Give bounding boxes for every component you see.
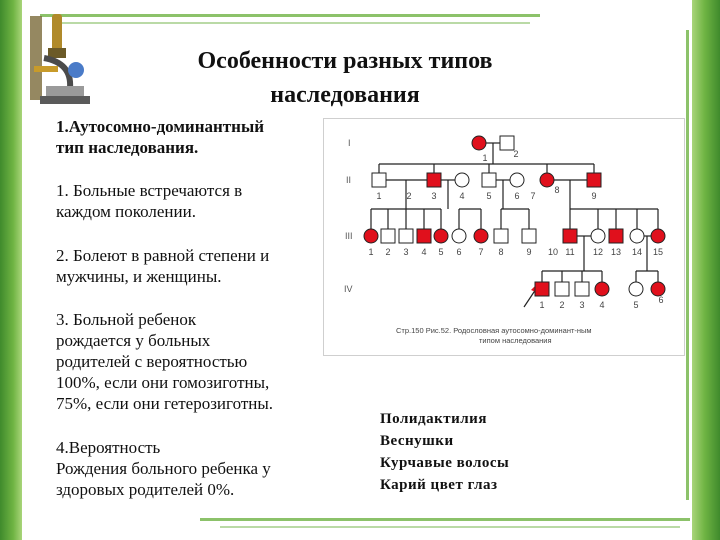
pedigree-figure: I II III IV 1 2 1 2 3 4 5 6 7 8 9 1 2 3 … — [323, 118, 685, 356]
title-line-2: наследования — [270, 82, 420, 108]
individual-label: 8 — [554, 185, 559, 195]
left-decor-bar — [0, 0, 22, 540]
generation-label: II — [346, 175, 351, 185]
rule-4-text: 4.Вероятность Рождения больного ребенка … — [56, 438, 271, 499]
individual-label: 13 — [611, 247, 621, 257]
individual-label: 6 — [514, 191, 519, 201]
right-decor-line — [686, 30, 689, 500]
rule-2-text: 2. Болеют в равной степени и мужчины, и … — [56, 246, 270, 286]
individual-label: 8 — [498, 247, 503, 257]
trait-item: Веснушки — [380, 433, 454, 449]
individual-label: 3 — [431, 191, 436, 201]
individual-label: 12 — [593, 247, 603, 257]
individual-label: 4 — [599, 300, 604, 310]
generation-label: IV — [344, 284, 353, 294]
pedigree-chart: I II III IV 1 2 1 2 3 4 5 6 7 8 9 1 2 3 … — [344, 135, 666, 345]
individual-label: 10 — [548, 247, 558, 257]
individual-label: 2 — [406, 191, 411, 201]
individual-label: 1 — [539, 300, 544, 310]
top-decor-line — [40, 14, 540, 17]
trait-item: Курчавые волосы — [380, 455, 510, 471]
individual-label: 3 — [403, 247, 408, 257]
individual-label: 6 — [658, 295, 663, 305]
bottom-decor-line-2 — [220, 526, 680, 528]
right-decor-bar — [692, 0, 720, 540]
individual-label: 2 — [559, 300, 564, 310]
individual-label: 6 — [456, 247, 461, 257]
rule-1-text: 1. Больные встречаются в каждом поколени… — [56, 181, 243, 221]
individual-label: 7 — [478, 247, 483, 257]
page-title: Особенности разных типов наследования — [130, 44, 560, 112]
trait-list: Полидактилия Веснушки Курчавые волосы Ка… — [380, 408, 509, 496]
trait-item: Карий цвет глаз — [380, 477, 498, 493]
individual-label: 15 — [653, 247, 663, 257]
individual-label: 1 — [482, 153, 487, 163]
individual-label: 1 — [368, 247, 373, 257]
individual-label: 1 — [376, 191, 381, 201]
individual-label: 2 — [385, 247, 390, 257]
individual-label: 9 — [526, 247, 531, 257]
individual-label: 5 — [633, 300, 638, 310]
individual-label: 5 — [438, 247, 443, 257]
bottom-decor-line — [200, 518, 690, 521]
figure-caption-line-1: Стр.150 Рис.52. Родословная аутосомно-до… — [396, 326, 592, 335]
inheritance-type-heading: 1.Аутосомно-доминантный тип наследования… — [56, 117, 265, 157]
individual-label: 2 — [513, 149, 518, 159]
rule-3-text: 3. Больной ребенок рождается у больных р… — [56, 310, 274, 413]
generation-label: III — [345, 231, 353, 241]
individual-label: 5 — [486, 191, 491, 201]
individual-label: 11 — [565, 247, 574, 257]
title-line-1: Особенности разных типов — [197, 48, 493, 74]
generation-label: I — [348, 138, 351, 148]
individual-label: 4 — [459, 191, 464, 201]
individual-label: 4 — [421, 247, 426, 257]
top-decor-line-2 — [60, 22, 530, 24]
individual-label: 14 — [632, 247, 642, 257]
individual-label: 9 — [591, 191, 596, 201]
trait-item: Полидактилия — [380, 411, 487, 427]
microscope-icon — [30, 14, 90, 104]
individual-label: 3 — [579, 300, 584, 310]
figure-caption-line-2: типом наследования — [479, 336, 552, 345]
individual-label: 7 — [530, 191, 535, 201]
